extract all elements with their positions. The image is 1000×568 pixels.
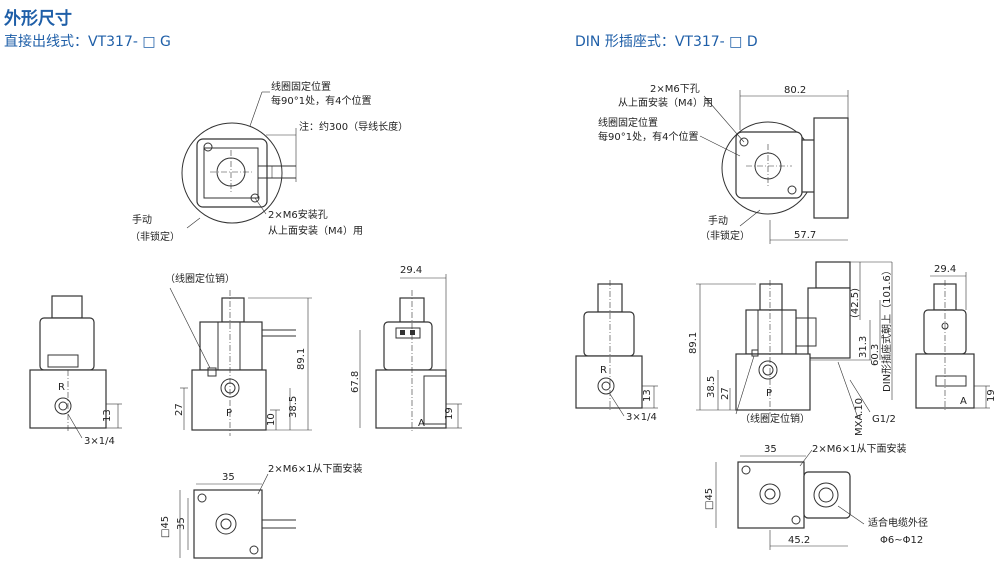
left-right-view: 29.4 67.8 19 A xyxy=(350,265,462,432)
left-subtitle: 直接出线式：VT317- □ G xyxy=(4,34,171,50)
label-bottom-holes: 2×M6×1从下面安装 xyxy=(268,462,362,475)
dim-29-4: 29.4 xyxy=(400,265,422,276)
dim-r-31-3: 31.3 xyxy=(858,336,869,358)
label-r-manual: 手动 xyxy=(708,214,728,227)
label-port-r: R xyxy=(58,382,65,393)
dim-57-7: 57.7 xyxy=(794,230,816,241)
right-front-view: 89.1 38.5 27 (42.5) 31.3 60.3 DIN形插座式朝上（… xyxy=(688,261,896,436)
label-port-a: A xyxy=(418,418,425,429)
label-pin: （线圈定位销） xyxy=(165,272,235,285)
label-r-holes-note: 从上面安装（M4）用 xyxy=(618,96,713,109)
label-wire-note: 注：约300（导线长度） xyxy=(299,120,408,133)
dim-35-top: 35 xyxy=(222,472,235,483)
label-r-holes: 2×M6下孔 xyxy=(650,83,700,95)
dim-r-38-5: 38.5 xyxy=(706,376,717,398)
label-r-thread: 3×1/4 xyxy=(626,412,657,423)
label-thread: 3×1/4 xyxy=(84,436,115,447)
dim-r-din: DIN形插座式朝上（101.6） xyxy=(880,265,893,392)
dim-80-2: 80.2 xyxy=(784,85,806,96)
dim-sq45: □45 xyxy=(160,516,171,538)
label-r-coil-position: 线圈固定位置 xyxy=(598,116,658,129)
label-r-port-r: R xyxy=(600,365,607,376)
label-manual-note: （非锁定） xyxy=(130,230,180,243)
label-r-port-a: A xyxy=(960,396,967,407)
dim-r-sq45: □45 xyxy=(704,488,715,510)
dim-r-27: 27 xyxy=(720,387,731,400)
label-mxa: MXA.10 xyxy=(854,398,865,436)
dim-38-5: 38.5 xyxy=(288,396,299,418)
label-coil-position-note: 每90°1处，有4个位置 xyxy=(271,94,371,107)
label-mount-note: 从上面安装（M4）用 xyxy=(268,224,363,237)
dim-r-42-5: (42.5) xyxy=(850,288,861,318)
dim-r-89-1: 89.1 xyxy=(688,332,699,354)
label-r-port-p: P xyxy=(766,388,772,399)
left-bottom-view: 35 2×M6×1从下面安装 □45 35 xyxy=(160,462,362,559)
left-side-view: R 3×1/4 13 xyxy=(29,295,122,447)
label-r-pin: （线圈定位销） xyxy=(740,412,810,425)
label-g12: G1/2 xyxy=(872,414,896,425)
label-port-p: P xyxy=(226,408,232,419)
label-r-bottom-holes: 2×M6×1从下面安装 xyxy=(812,442,906,455)
dim-27: 27 xyxy=(174,403,185,416)
label-r-coil-note: 每90°1处，有4个位置 xyxy=(598,130,698,143)
label-mount-holes: 2×M6安装孔 xyxy=(268,208,328,221)
right-right-view: 29.4 19 A xyxy=(915,264,997,412)
left-top-view: 线圈固定位置 每90°1处，有4个位置 注：约300（导线长度） 手动 （非锁定… xyxy=(130,80,408,243)
dim-r-13: 13 xyxy=(642,389,653,402)
label-coil-position: 线圈固定位置 xyxy=(271,80,331,93)
page-title: 外形尺寸 xyxy=(4,9,72,29)
dim-89-1: 89.1 xyxy=(296,348,307,370)
dim-10: 10 xyxy=(266,413,277,426)
dim-13: 13 xyxy=(102,409,113,422)
label-manual: 手动 xyxy=(132,213,152,226)
dim-35-side: 35 xyxy=(176,517,187,530)
label-r-manual-note: （非锁定） xyxy=(700,229,750,242)
left-front-view: （线圈定位销） P 89.1 38.5 27 10 xyxy=(165,272,312,436)
label-cable: 适合电缆外径 xyxy=(868,516,928,529)
right-side-view: R 3×1/4 13 xyxy=(575,280,658,423)
dim-67-8: 67.8 xyxy=(350,371,361,393)
label-cable-range: Φ6~Φ12 xyxy=(880,535,923,546)
right-top-view: 2×M6下孔 从上面安装（M4）用 线圈固定位置 每90°1处，有4个位置 80… xyxy=(598,83,849,244)
dim-r-60-3: 60.3 xyxy=(870,344,881,366)
right-subtitle: DIN 形插座式：VT317- □ D xyxy=(575,34,758,50)
dim-r-19: 19 xyxy=(986,389,997,402)
dim-r-35: 35 xyxy=(764,444,777,455)
dim-19: 19 xyxy=(444,407,455,420)
dim-45-2: 45.2 xyxy=(788,535,810,546)
right-bottom-view: 35 2×M6×1从下面安装 □45 适合电缆外径 Φ6~Φ12 45.2 xyxy=(704,442,928,550)
dim-r-29-4: 29.4 xyxy=(934,264,956,275)
